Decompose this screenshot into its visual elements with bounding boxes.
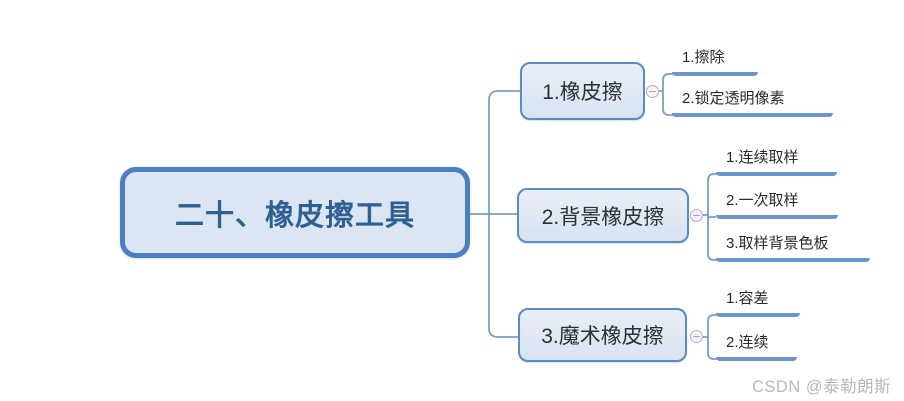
collapse-toggle-branch-3[interactable] — [690, 330, 703, 343]
leaf-topic[interactable]: 2.锁定透明像素 — [672, 88, 833, 117]
root-topic[interactable]: 二十、橡皮擦工具 — [120, 167, 470, 258]
root-topic-label: 二十、橡皮擦工具 — [174, 199, 415, 232]
branch-topic-eraser[interactable]: 1.橡皮擦 — [520, 62, 645, 120]
leaf-topic[interactable]: 1.擦除 — [672, 47, 758, 76]
branch-topic-label: 2.背景橡皮擦 — [541, 205, 665, 229]
minus-icon — [693, 335, 700, 338]
branch1-child-lines — [659, 73, 673, 116]
leaf-topic[interactable]: 1.连续取样 — [716, 147, 837, 176]
collapse-toggle-branch-2[interactable] — [690, 209, 703, 222]
minus-icon — [693, 214, 700, 217]
leaf-topic[interactable]: 1.容差 — [716, 288, 800, 317]
leaf-topic[interactable]: 2.连续 — [716, 332, 797, 361]
minus-icon — [649, 90, 656, 93]
branch2-child-lines — [703, 173, 717, 261]
branch-topic-label: 3.魔术橡皮擦 — [541, 325, 664, 348]
leaf-topic[interactable]: 2.一次取样 — [716, 190, 838, 219]
branch-topic-label: 1.橡皮擦 — [542, 81, 623, 104]
csdn-watermark: CSDN @泰勒朗斯 — [752, 378, 892, 396]
leaf-topic[interactable]: 3.取样背景色板 — [716, 233, 870, 262]
branch-topic-magic-eraser[interactable]: 3.魔术橡皮擦 — [518, 308, 687, 362]
collapse-toggle-branch-1[interactable] — [646, 85, 659, 98]
branch3-child-lines — [703, 314, 717, 360]
branch-topic-background-eraser[interactable]: 2.背景橡皮擦 — [517, 188, 689, 243]
